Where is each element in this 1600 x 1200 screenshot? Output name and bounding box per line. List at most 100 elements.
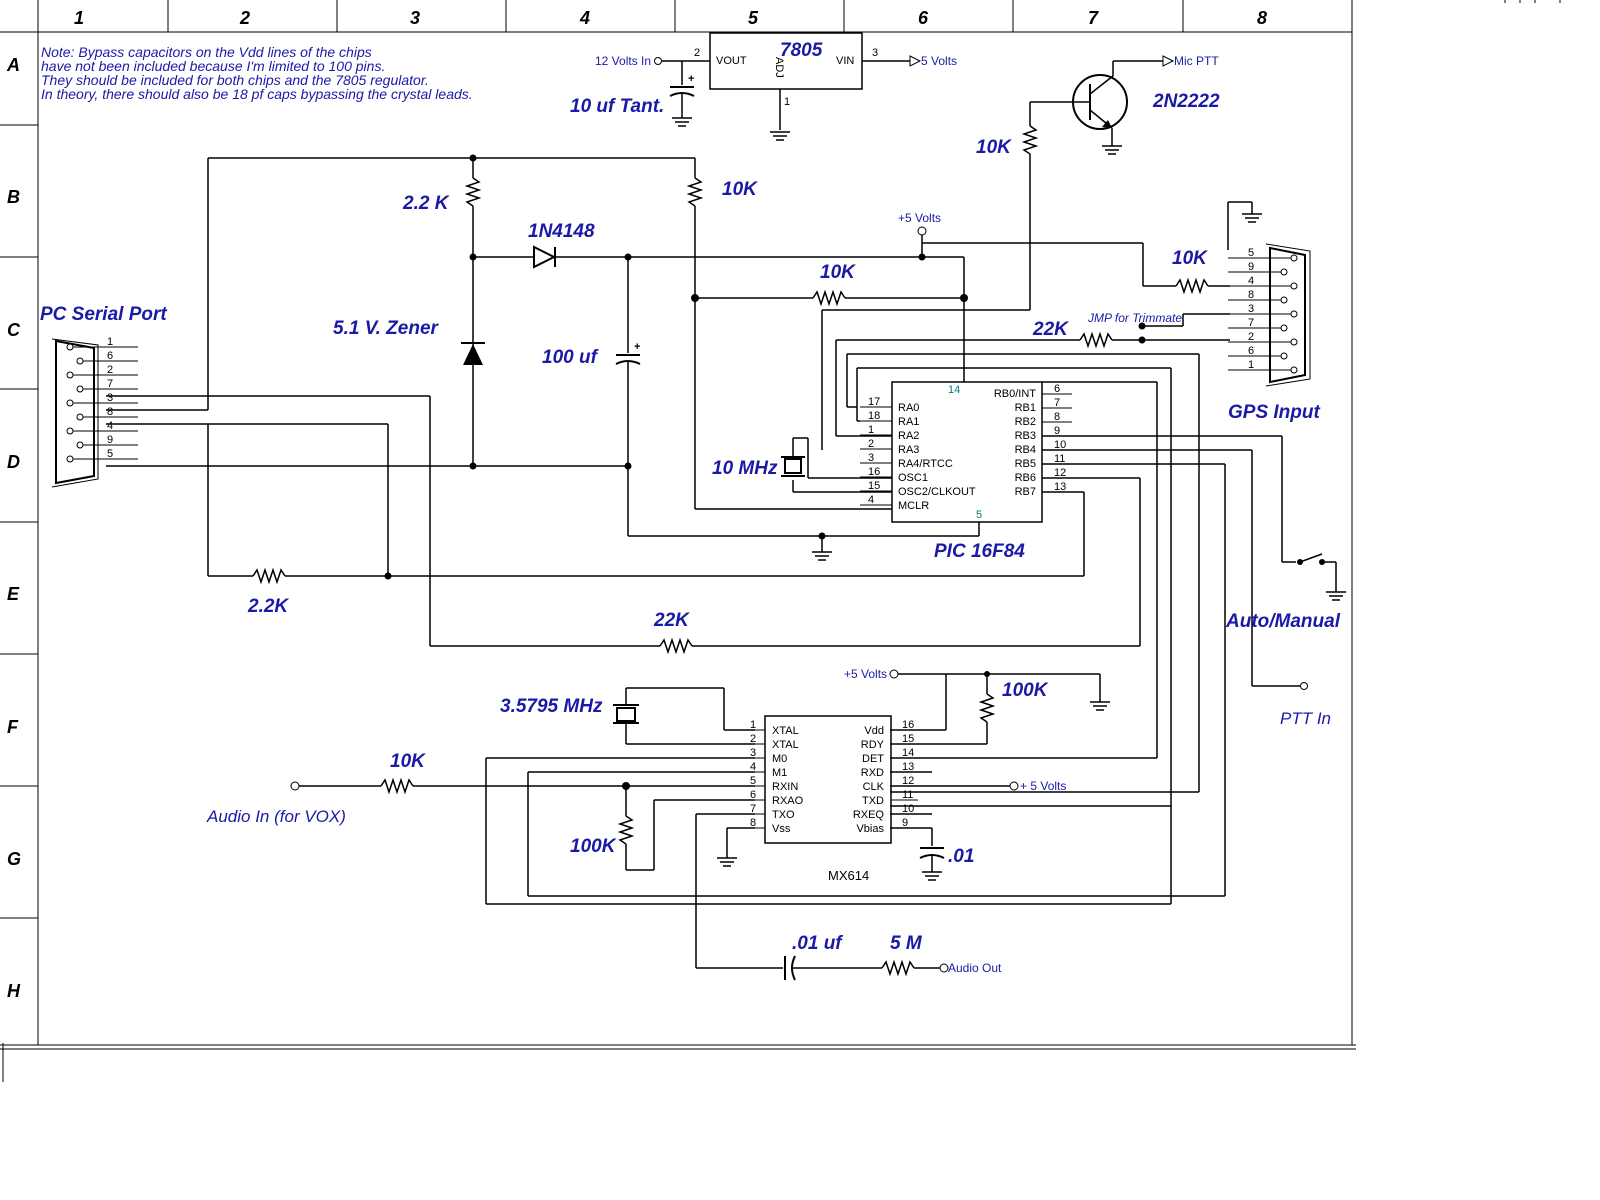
pic-pin-number: 8 <box>1054 411 1060 423</box>
pic-pin-name: RB4 <box>1015 444 1036 456</box>
pic-pin-number: 2 <box>868 438 874 450</box>
svg-text:+: + <box>634 341 640 353</box>
mx-pin-name: RXEQ <box>853 809 885 821</box>
grid-frame <box>0 0 1561 1082</box>
mx-pin-number: 6 <box>750 789 756 801</box>
pc-serial-label: PC Serial Port <box>40 304 167 325</box>
pin-number: 6 <box>1248 345 1254 357</box>
pic-pin-name: RA3 <box>898 444 919 456</box>
mx-pin-name: M1 <box>772 767 787 779</box>
wires-gps: 10K JMP for Trimmate 22K <box>835 201 1262 437</box>
pic-pin-number: 17 <box>868 396 880 408</box>
resistor-label: 100K <box>1002 680 1049 701</box>
pic-pin-name: RB7 <box>1015 486 1036 498</box>
audio-in-label: Audio In (for VOX) <box>206 807 346 826</box>
grid-row-labels: A B C D E F G H <box>6 55 21 1001</box>
wires-pic: 10 MHz 22K <box>106 309 1346 905</box>
mx-pin-number: 2 <box>750 733 756 745</box>
pic-pin-number: 10 <box>1054 439 1066 451</box>
pic-pin-name: RA2 <box>898 430 919 442</box>
resistor-label: 22K <box>653 610 690 631</box>
mx-pin-number: 3 <box>750 747 756 759</box>
pin-number: 6 <box>107 350 113 362</box>
transistor-2n2222: Mic PTT 2N2222 <box>1030 54 1220 155</box>
pic-pin-number: 6 <box>1054 383 1060 395</box>
pic-pin-number: 16 <box>868 466 880 478</box>
pic-pin-number: 12 <box>1054 467 1066 479</box>
pin-number: 3 <box>107 392 113 404</box>
pin-number: 8 <box>1248 289 1254 301</box>
pic-pin-number: 3 <box>868 452 874 464</box>
plus5-label: + 5 Volts <box>1020 779 1066 793</box>
pin-number: 2 <box>107 364 113 376</box>
pin-number: 4 <box>1248 275 1254 287</box>
note-line: have not been included because I'm limit… <box>41 58 385 74</box>
mx614-label: MX614 <box>828 868 869 883</box>
diode-label: 1N4148 <box>528 221 595 242</box>
pin-socket <box>76 441 84 449</box>
pin-socket <box>76 357 84 365</box>
pic-pin5: 5 <box>976 509 982 521</box>
plus5-label: +5 Volts <box>844 667 887 681</box>
resistor-label: 22K <box>1032 319 1069 340</box>
mx-pin-name: DET <box>862 753 884 765</box>
mx-pin-name: M0 <box>772 753 787 765</box>
pin-socket <box>1290 338 1298 346</box>
regulator-7805: 7805 VOUT VIN ADJ 2 3 1 12 Volts In 5 Vo… <box>595 32 957 141</box>
pic-pin-name: OSC1 <box>898 472 928 484</box>
pin-socket <box>1290 310 1298 318</box>
pin-number: 4 <box>107 420 113 432</box>
pin-socket <box>76 413 84 421</box>
regulator-pin2: 2 <box>694 47 700 59</box>
pic-pin-name: RB6 <box>1015 472 1036 484</box>
row-label: H <box>7 981 21 1001</box>
note-line: In theory, there should also be 18 pf ca… <box>41 86 473 102</box>
svg-text:+: + <box>688 73 694 85</box>
col-label: 6 <box>918 8 929 28</box>
resistor-label: 10K <box>820 262 856 283</box>
row-label: A <box>6 55 20 75</box>
row-label: E <box>7 584 20 604</box>
col-label: 5 <box>748 8 759 28</box>
mx-pin-name: CLK <box>863 781 885 793</box>
pic-pin-name: RB2 <box>1015 416 1036 428</box>
pin-number: 1 <box>1248 359 1254 371</box>
mic-ptt-label: Mic PTT <box>1174 54 1219 68</box>
pic-pin-number: 7 <box>1054 397 1060 409</box>
regulator-vout: VOUT <box>716 55 747 67</box>
jumper-label: JMP for Trimmate <box>1087 311 1182 325</box>
pin-number: 5 <box>1248 247 1254 259</box>
mx-pin-number: 1 <box>750 719 756 731</box>
cap-100uf-label: 100 uf <box>542 347 599 368</box>
db9-pc-serial: PC Serial Port <box>40 304 167 488</box>
pic-pin-name: RA4/RTCC <box>898 458 953 470</box>
col-label: 1 <box>74 8 84 28</box>
mx-pin-name: Vss <box>772 823 791 835</box>
pin-socket <box>66 343 74 351</box>
mx614: MX614 <box>764 715 892 883</box>
mx-pin-number: 8 <box>750 817 756 829</box>
grid-column-labels: 1 2 3 4 5 6 7 8 <box>74 8 1267 28</box>
regulator-adj: ADJ <box>773 57 785 78</box>
pic-pin-name: RB0/INT <box>994 388 1036 400</box>
col-label: 3 <box>410 8 420 28</box>
note-line: Note: Bypass capacitors on the Vdd lines… <box>41 44 372 60</box>
row-label: B <box>7 187 20 207</box>
pin-socket <box>1280 296 1288 304</box>
col-label: 8 <box>1257 8 1267 28</box>
mx-pin-name: RXIN <box>772 781 798 793</box>
mx-pin-name: RXD <box>861 767 884 779</box>
regulator-label: 7805 <box>780 40 823 61</box>
mx-pin-number: 5 <box>750 775 756 787</box>
pin-number: 7 <box>107 378 113 390</box>
wires-mx: 3.5795 MHz +5 Volts 100K + 5 Volts <box>206 381 1158 981</box>
pin-socket <box>1280 268 1288 276</box>
pin-socket <box>76 385 84 393</box>
pin-socket <box>66 427 74 435</box>
pic-label: PIC 16F84 <box>934 541 1025 562</box>
pic-pin-number: 13 <box>1054 481 1066 493</box>
